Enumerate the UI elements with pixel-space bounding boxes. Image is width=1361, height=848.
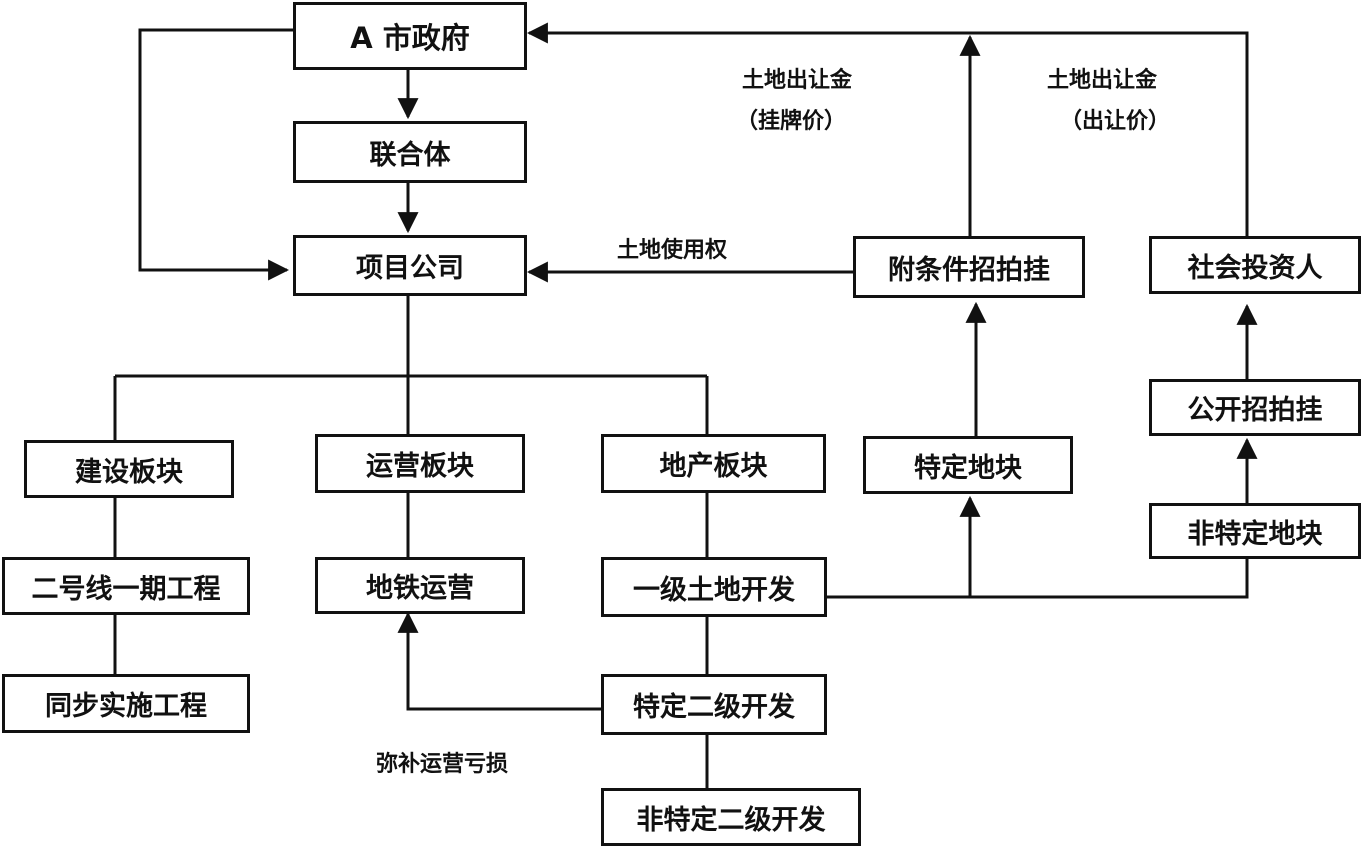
node-city-gov: A 市政府 [293, 2, 527, 70]
node-non-specific-land: 非特定地块 [1149, 503, 1361, 559]
connector-project-tree [113, 296, 709, 440]
connector-gov-to-project-loop [138, 28, 293, 281]
label-land-fee-transfer: 土地出让金 [1047, 68, 1158, 93]
label-land-fee-listing: 土地出让金 [742, 68, 853, 93]
node-sync-works: 同步实施工程 [2, 674, 250, 733]
node-real-estate: 地产板块 [601, 434, 826, 493]
connector-primary-to-lands [827, 498, 1249, 599]
node-public-auction: 公开招拍挂 [1149, 379, 1361, 436]
node-line2-phase1: 二号线一期工程 [2, 557, 250, 615]
node-social-investor: 社会投资人 [1149, 236, 1361, 294]
label-compensate-loss: 弥补运营亏损 [376, 752, 509, 777]
node-consortium: 联合体 [293, 121, 527, 183]
node-construction: 建设板块 [24, 440, 234, 498]
label-listing-price: （挂牌价） [736, 109, 847, 134]
connector-investor-to-gov [526, 22, 1249, 236]
label-transfer-price: （出让价） [1060, 109, 1171, 134]
node-non-specific-secondary-dev: 非特定二级开发 [601, 788, 861, 846]
node-metro-operation: 地铁运营 [315, 557, 525, 614]
node-primary-land-dev: 一级土地开发 [601, 557, 827, 617]
connector-secondary-to-metro [397, 611, 601, 711]
label-land-use-right: 土地使用权 [617, 238, 728, 263]
node-conditional-auction: 附条件招拍挂 [853, 236, 1085, 298]
node-project-company: 项目公司 [293, 235, 527, 296]
node-specific-secondary-dev: 特定二级开发 [601, 674, 827, 735]
node-specific-land: 特定地块 [863, 436, 1073, 494]
node-operation: 运营板块 [315, 434, 525, 493]
